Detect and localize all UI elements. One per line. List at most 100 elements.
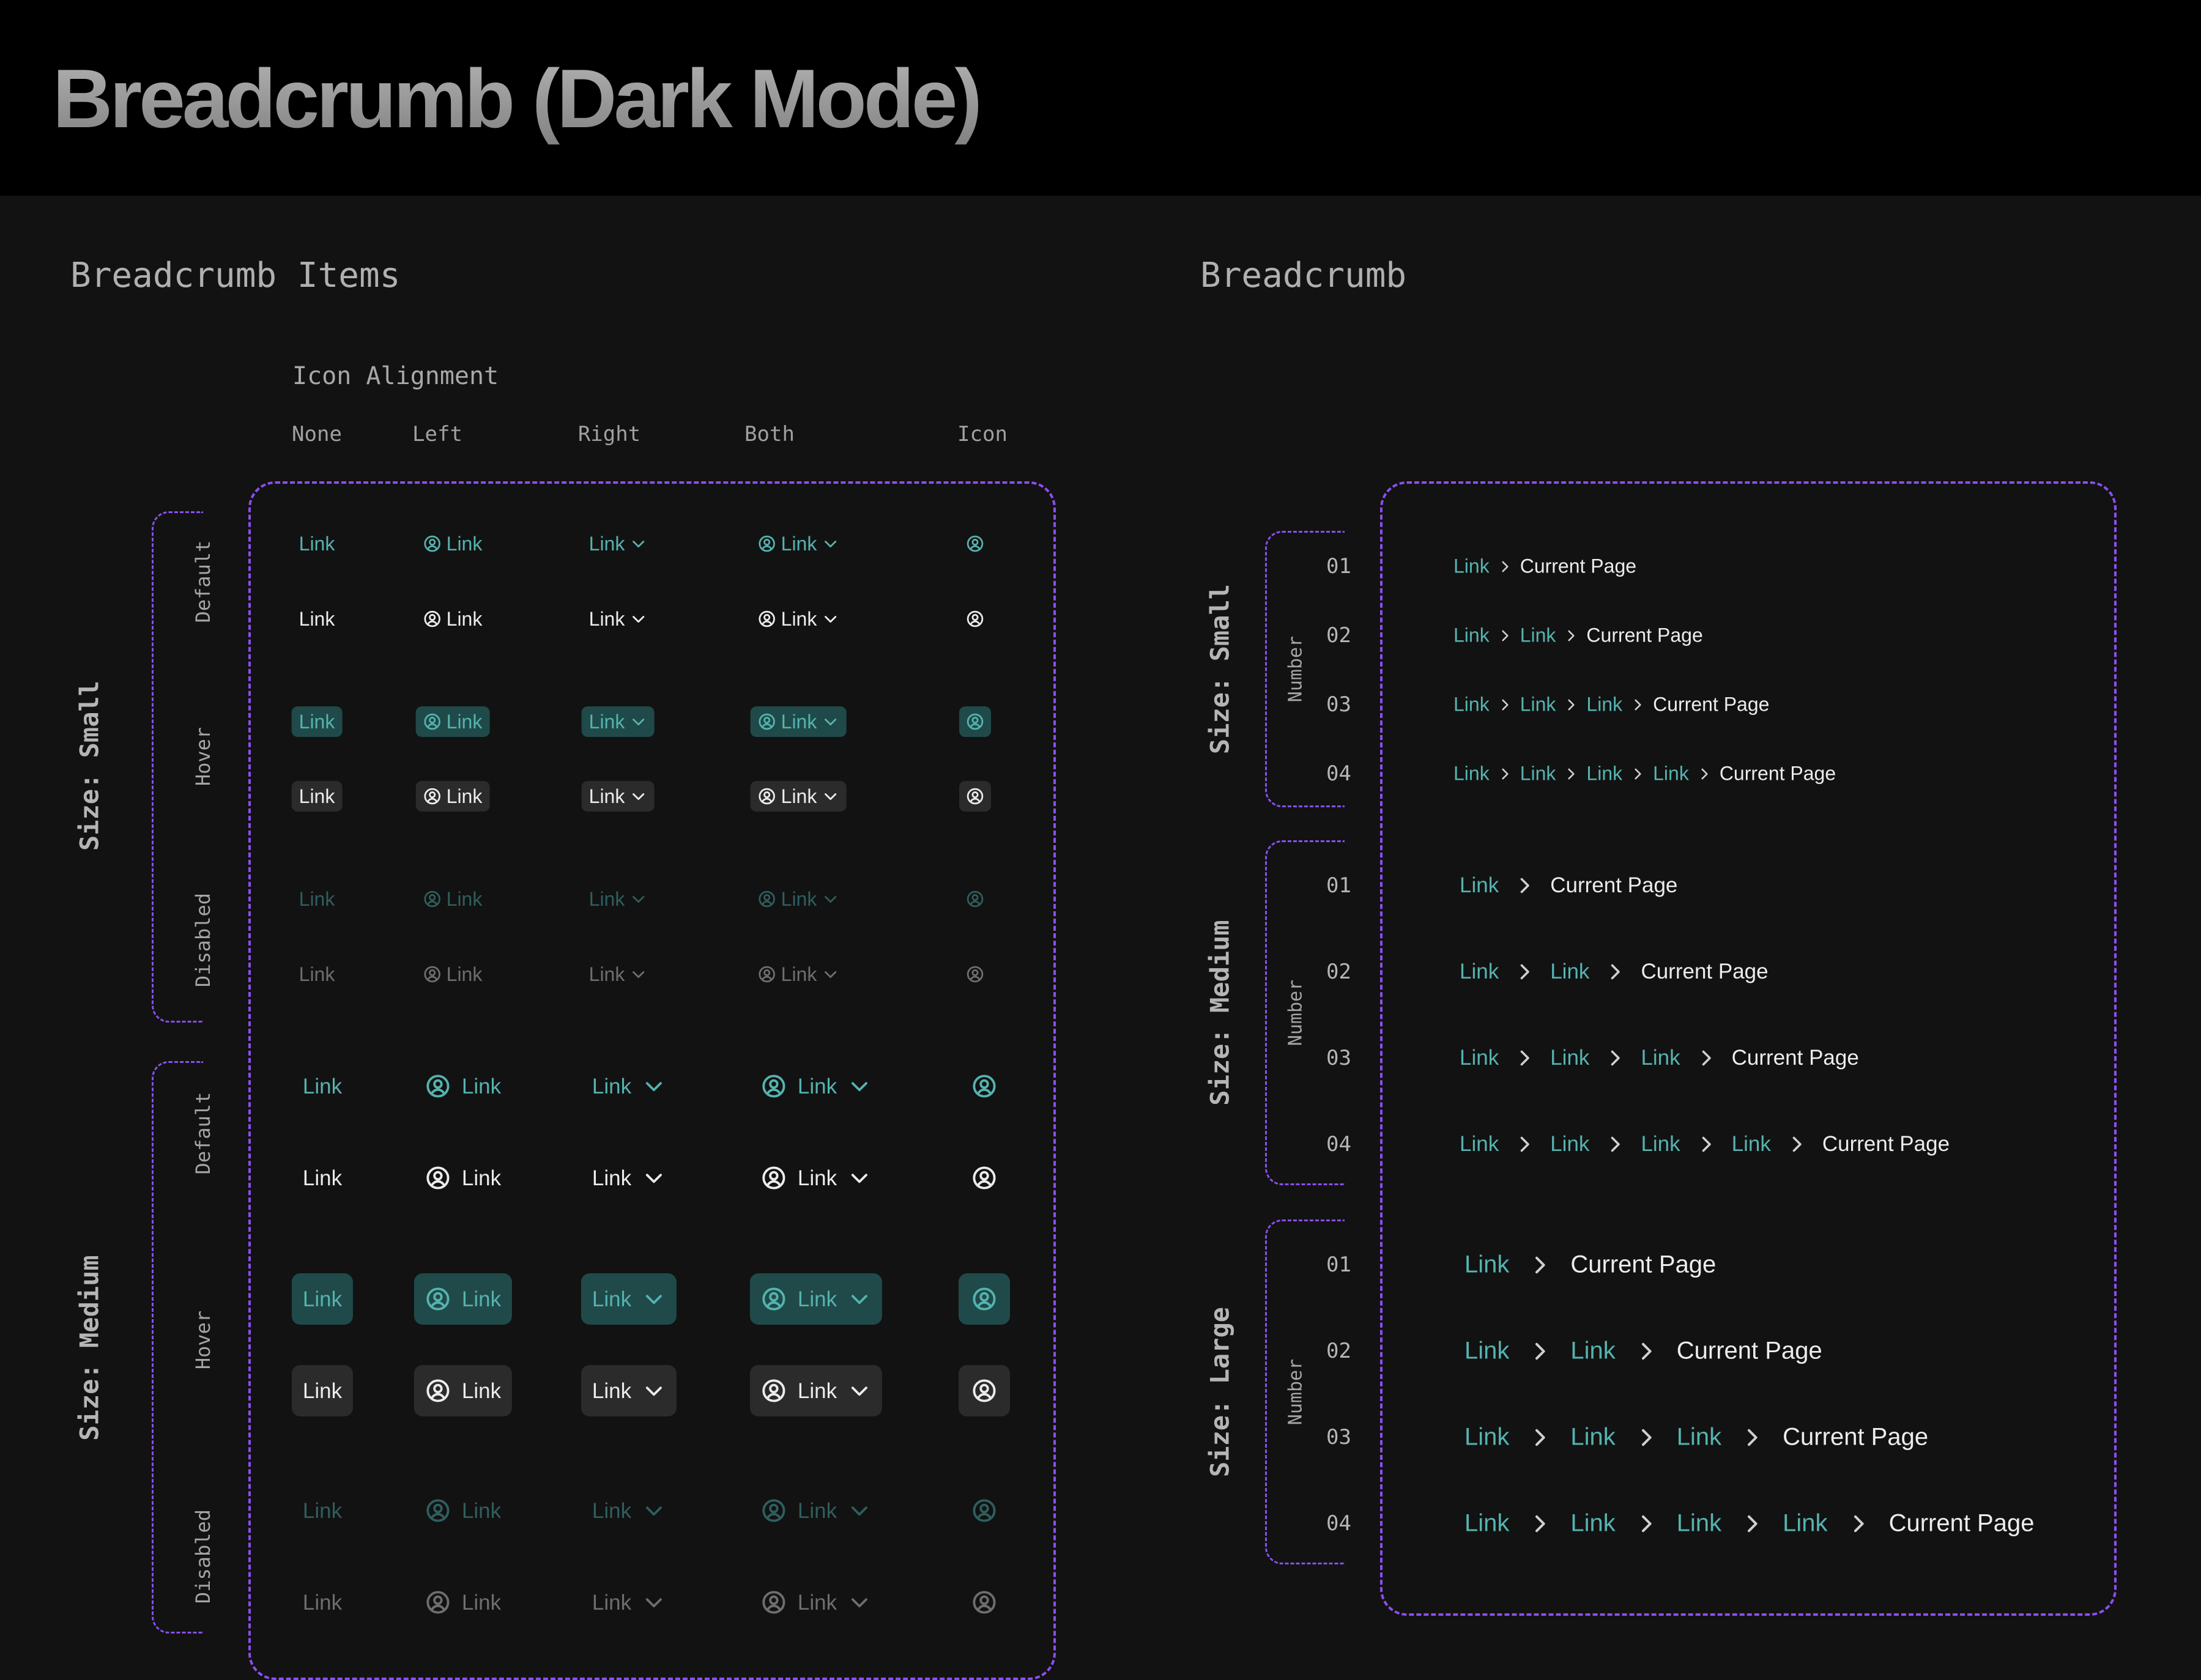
breadcrumb-item-both[interactable]: Link <box>750 706 847 737</box>
current-page: Current Page <box>1586 624 1703 646</box>
breadcrumb-link[interactable]: Link <box>1520 762 1556 785</box>
breadcrumb-item-right[interactable]: Link <box>581 1060 677 1112</box>
breadcrumb-item-label: Link <box>588 963 625 985</box>
row-number: 01 <box>1326 1253 1351 1277</box>
breadcrumb-item-both[interactable]: Link <box>750 1060 882 1112</box>
column-label-icon: Icon <box>957 422 1008 446</box>
breadcrumb-item-left[interactable]: Link <box>416 528 490 559</box>
breadcrumb-link[interactable]: Link <box>1464 1423 1510 1451</box>
breadcrumb-item-icon[interactable] <box>959 1273 1010 1325</box>
breadcrumb-link[interactable]: Link <box>1460 1132 1499 1156</box>
breadcrumb-item-left[interactable]: Link <box>414 1365 513 1416</box>
chevron-down-icon <box>848 1166 871 1190</box>
size-label: Size: Medium <box>1204 920 1235 1106</box>
breadcrumb-item-left[interactable]: Link <box>414 1273 513 1325</box>
breadcrumb-item-icon[interactable] <box>959 706 991 737</box>
breadcrumb-item-both: Link <box>750 1485 882 1536</box>
breadcrumb-link[interactable]: Link <box>1453 624 1490 646</box>
breadcrumb-link[interactable]: Link <box>1570 1509 1616 1537</box>
breadcrumb-link[interactable]: Link <box>1586 693 1623 716</box>
breadcrumb-link[interactable]: Link <box>1464 1337 1510 1364</box>
breadcrumb-item-icon[interactable] <box>959 1365 1010 1416</box>
breadcrumb-item-icon[interactable] <box>959 604 991 634</box>
breadcrumb-link[interactable]: Link <box>1520 693 1556 716</box>
breadcrumb-link[interactable]: Link <box>1460 960 1499 983</box>
breadcrumb-item-both[interactable]: Link <box>750 1152 882 1204</box>
user-circle-icon <box>425 1073 451 1099</box>
chevron-down-icon <box>848 1379 871 1402</box>
breadcrumb-link[interactable]: Link <box>1550 1132 1590 1156</box>
breadcrumb-item-left[interactable]: Link <box>416 604 490 634</box>
breadcrumb-link[interactable]: Link <box>1641 1046 1680 1070</box>
breadcrumb-item-right[interactable]: Link <box>581 1273 677 1325</box>
breadcrumb-item-icon[interactable] <box>959 1060 1010 1112</box>
breadcrumb-item-right[interactable]: Link <box>581 1152 677 1204</box>
breadcrumb-link[interactable]: Link <box>1641 1132 1680 1156</box>
breadcrumb-item-none[interactable]: Link <box>292 1060 353 1112</box>
breadcrumb-link[interactable]: Link <box>1586 762 1623 785</box>
chevron-right-icon <box>1696 766 1712 782</box>
breadcrumb-link[interactable]: Link <box>1453 555 1490 577</box>
breadcrumb-link[interactable]: Link <box>1520 624 1556 646</box>
breadcrumb-link[interactable]: Link <box>1460 873 1499 897</box>
breadcrumb-item-label: Link <box>797 1498 837 1523</box>
breadcrumb-link[interactable]: Link <box>1550 960 1590 983</box>
breadcrumb-item-label: Link <box>461 1166 502 1190</box>
breadcrumb-link[interactable]: Link <box>1464 1251 1510 1278</box>
chevron-right-icon <box>1604 961 1626 983</box>
breadcrumb-link[interactable]: Link <box>1783 1509 1828 1537</box>
breadcrumb-link[interactable]: Link <box>1453 693 1490 716</box>
breadcrumb-item-none[interactable]: Link <box>292 528 343 559</box>
breadcrumb-item-icon[interactable] <box>959 1152 1010 1204</box>
breadcrumb-item-right[interactable]: Link <box>582 604 655 634</box>
breadcrumb-item-icon <box>959 884 991 914</box>
breadcrumb-link[interactable]: Link <box>1453 762 1490 785</box>
breadcrumb-item-both[interactable]: Link <box>751 604 847 634</box>
breadcrumb-item-icon <box>959 1577 1010 1628</box>
size-medium-bracket <box>1265 840 1345 1185</box>
breadcrumb-link[interactable]: Link <box>1676 1423 1722 1451</box>
breadcrumb-item-both[interactable]: Link <box>749 1365 883 1416</box>
breadcrumb-item-both: Link <box>750 1577 882 1628</box>
breadcrumb-link[interactable]: Link <box>1460 1046 1499 1070</box>
column-label-right: Right <box>577 422 641 446</box>
breadcrumb-item-icon[interactable] <box>959 781 991 812</box>
breadcrumb-item-none[interactable]: Link <box>292 604 343 634</box>
breadcrumb-item-right[interactable]: Link <box>581 1365 677 1416</box>
breadcrumb-item-none[interactable]: Link <box>291 1365 354 1416</box>
user-circle-icon <box>425 1589 451 1615</box>
breadcrumb-link[interactable]: Link <box>1653 762 1689 785</box>
chevron-right-icon <box>1527 1339 1552 1363</box>
chevron-right-icon <box>1634 1425 1658 1449</box>
chevron-right-icon <box>1740 1511 1764 1536</box>
breadcrumb-item-left[interactable]: Link <box>414 1152 512 1204</box>
breadcrumb-link[interactable]: Link <box>1570 1337 1616 1364</box>
breadcrumb-link[interactable]: Link <box>1731 1132 1771 1156</box>
breadcrumb-item-none[interactable]: Link <box>291 781 343 812</box>
breadcrumb-link[interactable]: Link <box>1570 1423 1616 1451</box>
breadcrumb-item-both[interactable]: Link <box>750 781 847 812</box>
user-circle-icon <box>758 712 776 731</box>
breadcrumb-item-both[interactable]: Link <box>749 1273 883 1325</box>
breadcrumb-item-label: Link <box>299 963 335 985</box>
breadcrumb-link[interactable]: Link <box>1676 1509 1722 1537</box>
breadcrumb-item-right[interactable]: Link <box>581 781 655 812</box>
breadcrumb-item-none[interactable]: Link <box>291 1273 354 1325</box>
breadcrumb-item-none[interactable]: Link <box>291 706 343 737</box>
breadcrumb-item-left[interactable]: Link <box>415 706 490 737</box>
chevron-right-icon <box>1630 697 1646 712</box>
breadcrumb-item-left[interactable]: Link <box>415 781 490 812</box>
breadcrumb-item-left[interactable]: Link <box>414 1060 512 1112</box>
breadcrumb-item-right[interactable]: Link <box>581 706 655 737</box>
breadcrumb-link[interactable]: Link <box>1550 1046 1590 1070</box>
chevron-down-icon <box>822 890 839 908</box>
breadcrumb-link[interactable]: Link <box>1464 1509 1510 1537</box>
breadcrumb-items-title: Breadcrumb Items <box>70 256 401 295</box>
breadcrumb-item-right[interactable]: Link <box>582 528 655 559</box>
breadcrumb-item-both[interactable]: Link <box>751 528 847 559</box>
user-circle-icon <box>761 1073 787 1099</box>
breadcrumb-item-icon[interactable] <box>959 528 991 559</box>
breadcrumb-item-none[interactable]: Link <box>292 1152 353 1204</box>
